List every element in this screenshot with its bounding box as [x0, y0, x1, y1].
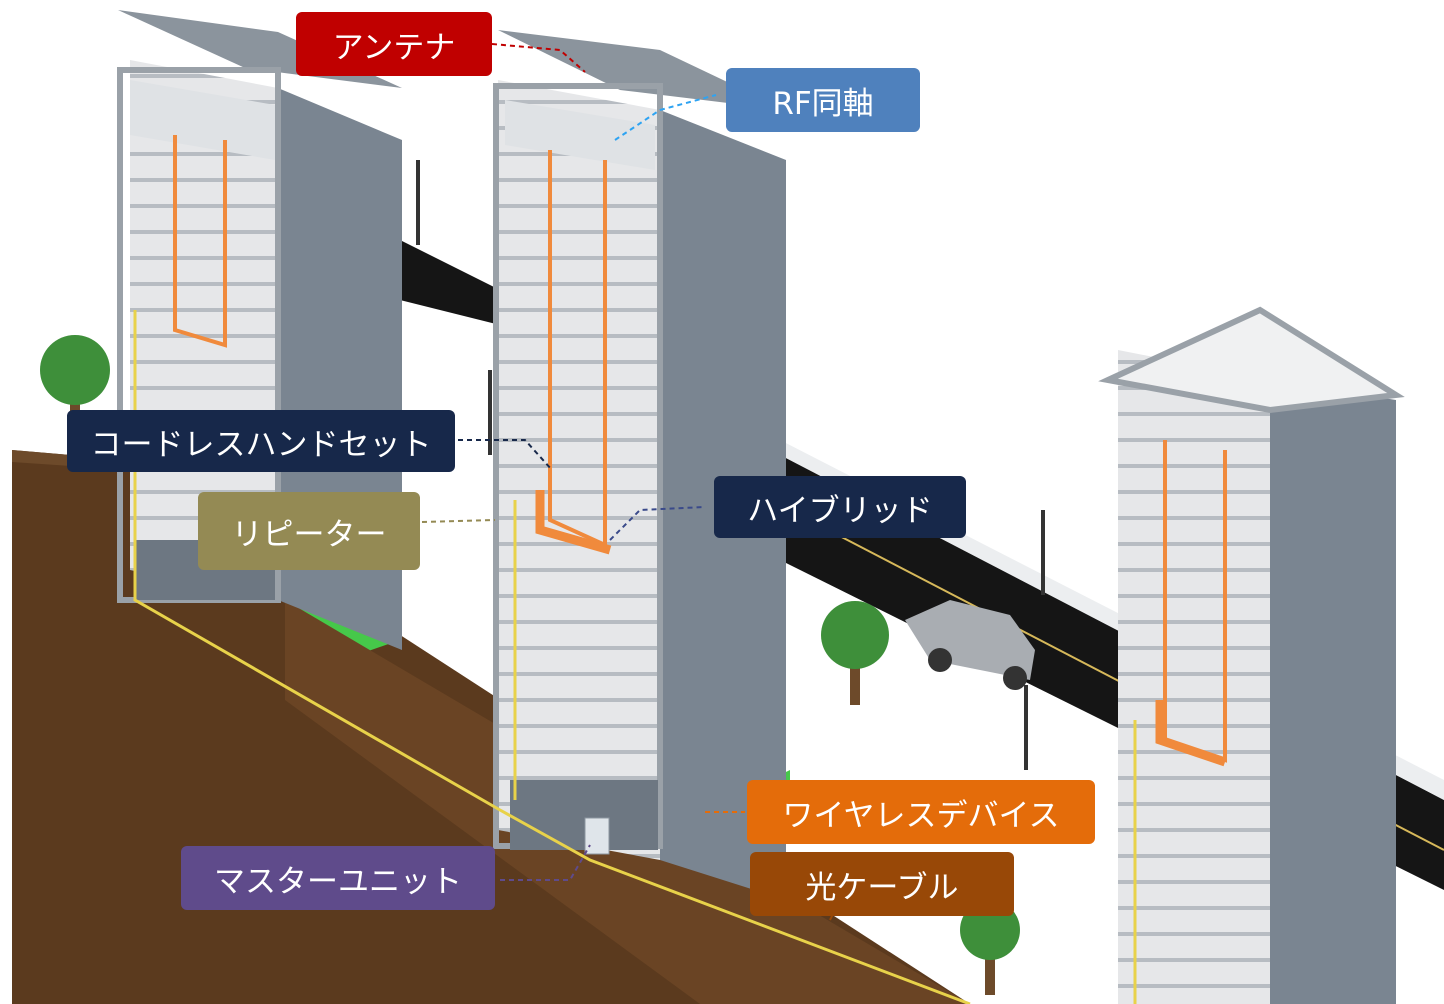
fiber-riser-line [513, 500, 1137, 1004]
wireless-device-label: ワイヤレスデバイス [747, 780, 1095, 844]
master-unit-label: マスターユニット [181, 846, 495, 910]
cordless-handset-label: コードレスハンドセット [67, 410, 455, 472]
tree-icon [821, 601, 889, 705]
leader-lines [421, 43, 841, 921]
building-middle [493, 30, 786, 900]
fiber-cable-line [133, 310, 971, 1004]
repeater-label: リピーター [198, 492, 420, 570]
hybrid-label: ハイブリッド [714, 476, 966, 538]
car-icon [905, 600, 1035, 690]
antenna-label: アンテナ [296, 12, 492, 76]
fiber-cable-label: 光ケーブル [750, 852, 1014, 916]
building-right [1098, 306, 1405, 1004]
rf-coax-label: RF同軸 [726, 68, 920, 132]
